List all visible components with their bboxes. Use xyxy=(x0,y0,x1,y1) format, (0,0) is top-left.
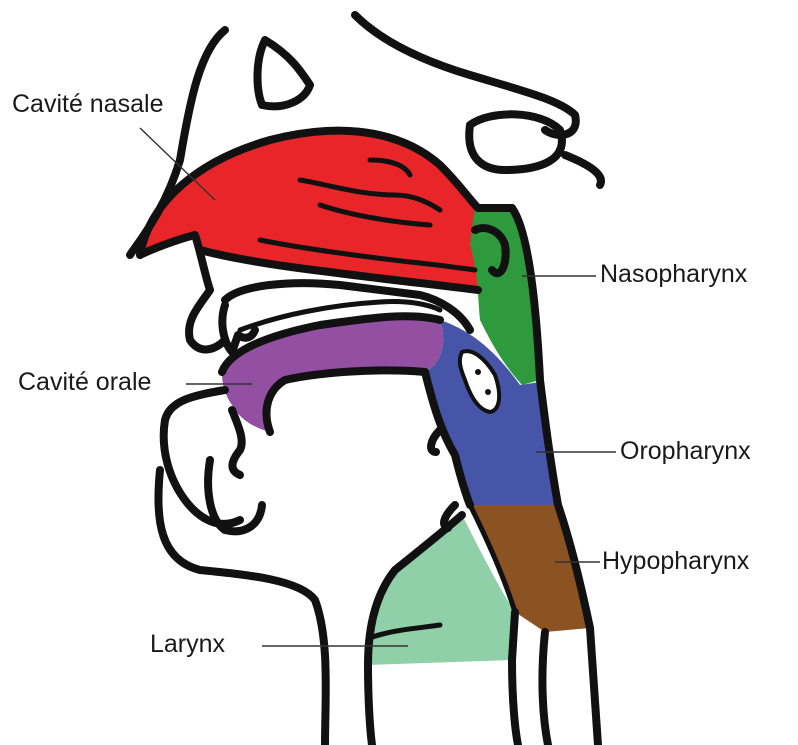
tonsil-dot xyxy=(475,369,481,375)
label-oropharynx: Oropharynx xyxy=(620,439,751,464)
label-nasal-cavity: Cavité nasale xyxy=(12,92,163,117)
label-hypopharynx: Hypopharynx xyxy=(602,549,749,574)
tonsil-dot xyxy=(485,389,491,395)
label-larynx: Larynx xyxy=(150,632,225,657)
label-nasopharynx: Nasopharynx xyxy=(600,262,747,287)
label-oral-cavity: Cavité orale xyxy=(18,370,151,395)
